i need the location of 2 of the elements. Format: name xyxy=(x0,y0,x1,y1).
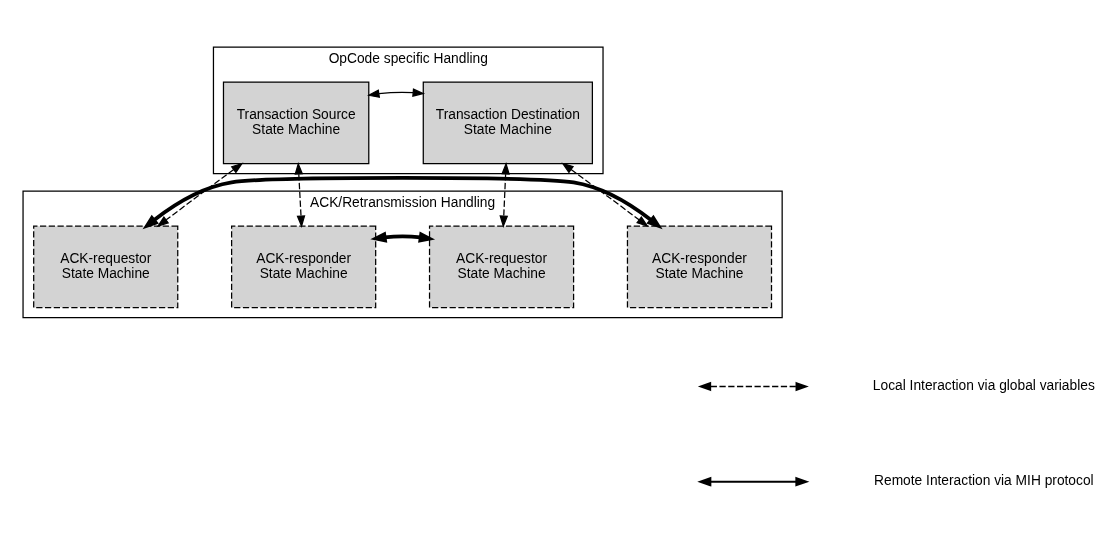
legend-label: Remote Interaction via MIH protocol xyxy=(874,473,1094,489)
legend-label: Local Interaction via global variables xyxy=(872,378,1095,394)
